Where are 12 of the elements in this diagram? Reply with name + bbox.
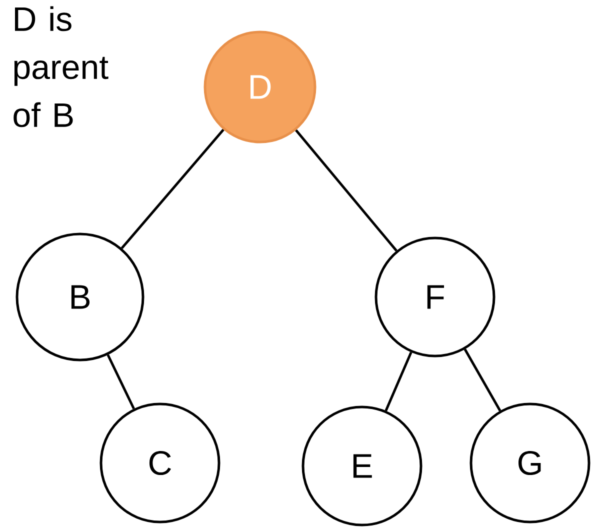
tree-edge	[384, 352, 412, 412]
tree-node: F	[374, 236, 496, 358]
tree-node: E	[302, 406, 422, 526]
tree-node: C	[100, 402, 220, 524]
tree-edge	[120, 128, 224, 250]
tree-edge	[464, 348, 502, 412]
note-text: D is parent of B	[14, 6, 108, 128]
tree-edge	[295, 129, 398, 252]
tree-node: B	[16, 232, 144, 362]
tree-node: G	[470, 402, 590, 524]
tree-edge	[106, 354, 135, 410]
tree-node: D	[204, 30, 316, 144]
